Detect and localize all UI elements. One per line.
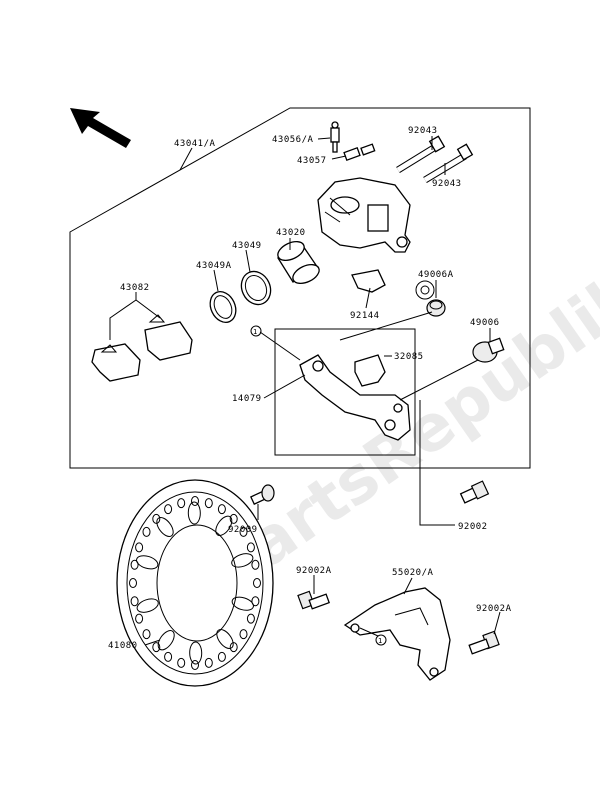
disc-hole — [191, 496, 199, 506]
brake-pad — [144, 314, 193, 361]
disc-slot — [156, 517, 174, 537]
part-label-43056: 43056/A — [272, 135, 314, 145]
disc-hole — [152, 642, 161, 653]
ref-label: 1 — [378, 637, 383, 645]
disc-hole — [204, 657, 213, 668]
bracket — [343, 587, 451, 681]
disc-slot — [187, 501, 201, 525]
part-label-32085: 32085 — [394, 352, 424, 362]
disc-hole — [177, 657, 186, 668]
part-label-92043: 92043 — [408, 126, 438, 136]
direction-arrow-icon — [70, 108, 131, 148]
disc-hole — [246, 613, 255, 624]
pad-retainer — [354, 354, 386, 387]
disc-hole — [239, 629, 248, 640]
disc-hole — [129, 578, 137, 588]
disc-hole — [177, 498, 186, 509]
part-label-92002a: 92002A — [476, 604, 512, 614]
rubber-boot — [426, 299, 446, 317]
brake-disc — [116, 479, 274, 687]
part-label-43020: 43020 — [276, 228, 306, 238]
gear-icon — [415, 280, 435, 300]
part-label-41080: 41080 — [108, 641, 138, 651]
disc-hole — [229, 642, 238, 653]
part-label-55020: 55020/A — [392, 568, 434, 578]
assembly-frame — [69, 107, 531, 469]
caliper-pin — [396, 135, 446, 173]
caliper-body — [317, 177, 411, 253]
part-label-43082: 43082 — [120, 283, 150, 293]
brake-pad — [91, 343, 141, 382]
disc-screw — [250, 484, 275, 506]
part-label-92043: 92043 — [432, 179, 462, 189]
disc-slot — [215, 515, 233, 536]
disc-hole — [253, 578, 261, 588]
part-label-49006a: 49006A — [418, 270, 454, 280]
bleeder-cap — [343, 143, 376, 161]
disc-hole — [251, 596, 260, 607]
part-label-43041: 43041/A — [174, 139, 216, 149]
disc-hole — [217, 651, 226, 662]
reference-marker: 1 — [375, 634, 387, 646]
disc-hole — [217, 504, 226, 515]
disc-slot — [136, 555, 159, 570]
part-label-92144: 92144 — [350, 311, 380, 321]
leader-lines — [109, 136, 501, 646]
disc-hole — [142, 629, 151, 640]
disc-hole — [239, 526, 248, 537]
bracket-bolt — [468, 630, 500, 655]
disc-slot — [231, 553, 254, 568]
disc-hole — [229, 513, 238, 524]
disc-hole — [251, 559, 260, 570]
disc-hole — [142, 526, 151, 537]
part-label-43049: 43049 — [232, 241, 262, 251]
caliper-holder — [299, 354, 411, 441]
disc-slot — [231, 596, 254, 611]
disc-hole — [164, 651, 173, 662]
caliper-piston — [277, 240, 320, 285]
disc-hole — [130, 559, 139, 570]
disc-hole — [164, 504, 173, 515]
ref-label: 1 — [253, 328, 258, 336]
part-label-92002a: 92002A — [296, 566, 332, 576]
part-labels: 43041/A 43056/A 43057 92043 92043 43020 … — [108, 126, 512, 651]
reference-marker: 1 — [250, 325, 262, 337]
disc-hole — [152, 513, 161, 524]
part-label-14079: 14079 — [232, 394, 262, 404]
bracket-bolt — [297, 590, 331, 610]
disc-slot — [216, 629, 234, 649]
disc-slot — [189, 641, 203, 665]
pad-spring — [351, 269, 386, 293]
part-label-92002: 92002 — [458, 522, 488, 532]
disc-hole — [191, 660, 199, 670]
part-label-49006: 49006 — [470, 318, 500, 328]
mounting-bolt — [459, 480, 490, 504]
dust-seal — [209, 290, 237, 324]
disc-slot — [157, 630, 175, 651]
part-label-43049a: 43049A — [196, 261, 232, 271]
disc-hole — [130, 596, 139, 607]
disc-hole — [204, 498, 213, 509]
disc-hole — [246, 542, 255, 553]
disc-hole — [135, 613, 144, 624]
rubber-boot-rear — [472, 337, 505, 363]
disc-hole — [135, 542, 144, 553]
bleeder-valve — [330, 121, 340, 153]
part-label-92009: 92009 — [228, 525, 258, 535]
piston-seal — [240, 270, 272, 306]
part-label-43057: 43057 — [297, 156, 327, 166]
disc-slot — [136, 598, 159, 613]
